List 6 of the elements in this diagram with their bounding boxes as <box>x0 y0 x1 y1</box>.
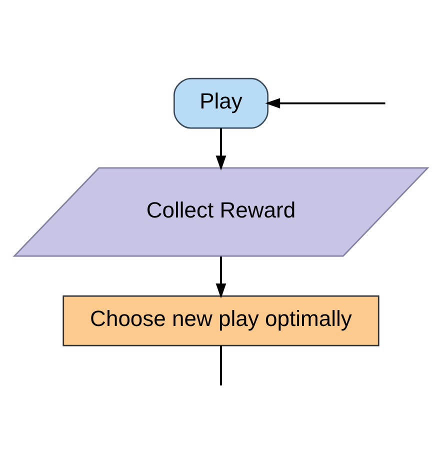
arrow <box>265 98 386 108</box>
node-box: Choose new play optimally <box>62 295 380 346</box>
connector <box>220 346 222 386</box>
arrow <box>216 128 226 170</box>
node-box: Play <box>174 78 268 129</box>
arrow <box>216 256 226 298</box>
